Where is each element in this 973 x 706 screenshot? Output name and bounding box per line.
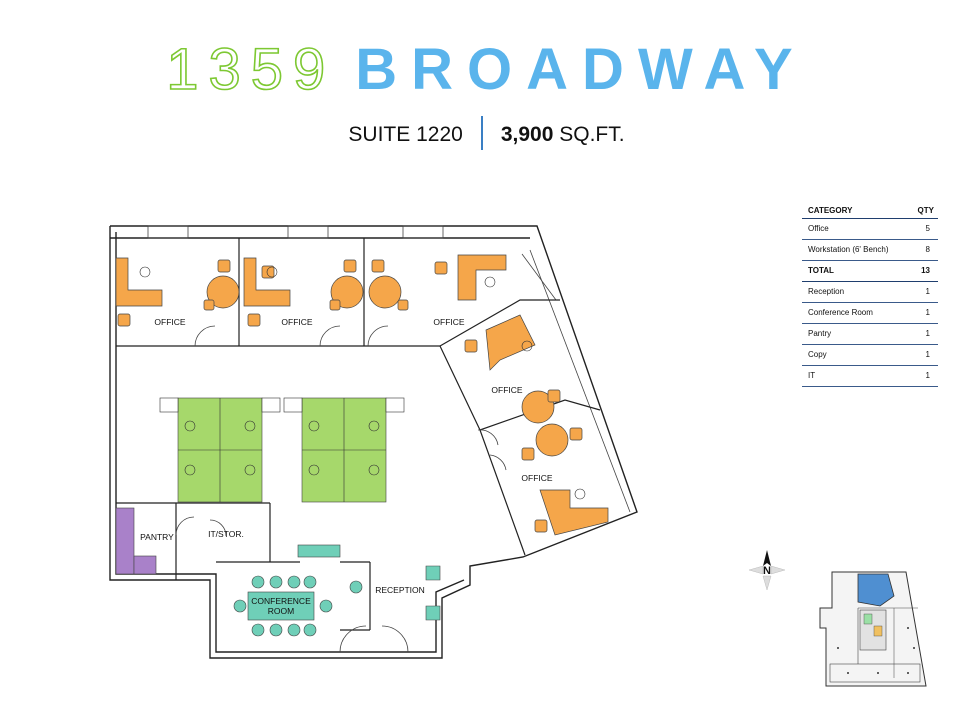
table-row: IT 1 [802, 366, 938, 387]
table-row-total: TOTAL 13 [802, 261, 938, 282]
table-row: Workstation (6' Bench) 8 [802, 240, 938, 261]
office-2-label: OFFICE [281, 317, 312, 327]
table-row: Conference Room 1 [802, 303, 938, 324]
area-value: 3,900 [500, 122, 554, 146]
workstation-dividers [159, 397, 405, 502]
reception-label: RECEPTION [375, 585, 425, 595]
building-number: 1359 [165, 36, 336, 103]
building-title: 1359 BROADWAY [0, 36, 973, 103]
conference-furniture [233, 544, 441, 637]
desk-chairs [139, 266, 586, 500]
row-category: TOTAL [808, 266, 834, 275]
street-name: BROADWAY [355, 37, 807, 102]
row-qty: 8 [925, 245, 930, 254]
subtitle-divider [480, 116, 483, 150]
row-qty: 1 [925, 287, 930, 296]
row-qty: 13 [921, 266, 930, 275]
conference-label-1: CONFERENCE [251, 596, 311, 606]
table-row: Office 5 [802, 219, 938, 240]
pantry-counter-return [133, 555, 157, 575]
area-label: 3,900 SQ.FT. [489, 123, 625, 147]
row-category: Workstation (6' Bench) [808, 245, 889, 254]
qty-column-header: QTY [917, 206, 934, 215]
area-unit: SQ.FT. [559, 122, 625, 146]
north-label: N [763, 565, 771, 577]
row-qty: 5 [925, 224, 930, 233]
office-4-label: OFFICE [491, 385, 522, 395]
office-3-label: OFFICE [433, 317, 464, 327]
pantry-label: PANTRY [140, 532, 174, 542]
row-category: Copy [808, 350, 827, 359]
pantry-counter [115, 507, 135, 575]
row-qty: 1 [925, 329, 930, 338]
north-arrow-icon: N [748, 550, 786, 591]
space-summary-table: CATEGORY QTY Office 5 Workstation (6' Ben… [802, 204, 938, 387]
key-plan [819, 571, 927, 687]
table-row: Reception 1 [802, 282, 938, 303]
row-qty: 1 [925, 308, 930, 317]
row-qty: 1 [925, 350, 930, 359]
row-category: Conference Room [808, 308, 873, 317]
category-column-header: CATEGORY [808, 206, 853, 215]
table-row: Copy 1 [802, 345, 938, 366]
row-qty: 1 [925, 371, 930, 380]
row-category: IT [808, 371, 816, 380]
table-row: Pantry 1 [802, 324, 938, 345]
row-category: Reception [808, 287, 845, 296]
suite-subtitle: SUITE 1220 3,900 SQ.FT. [0, 116, 973, 152]
it-storage-label: IT/STOR. [208, 529, 244, 539]
suite-label: SUITE 1220 [348, 122, 463, 146]
row-category: Pantry [808, 329, 832, 338]
table-header: CATEGORY QTY [802, 204, 938, 219]
door-swings [175, 325, 507, 653]
row-category: Office [808, 224, 829, 233]
office-furniture [115, 254, 609, 536]
windows [147, 225, 631, 513]
office-1-label: OFFICE [154, 317, 185, 327]
office-5-label: OFFICE [521, 473, 552, 483]
conference-label-2: ROOM [268, 606, 294, 616]
